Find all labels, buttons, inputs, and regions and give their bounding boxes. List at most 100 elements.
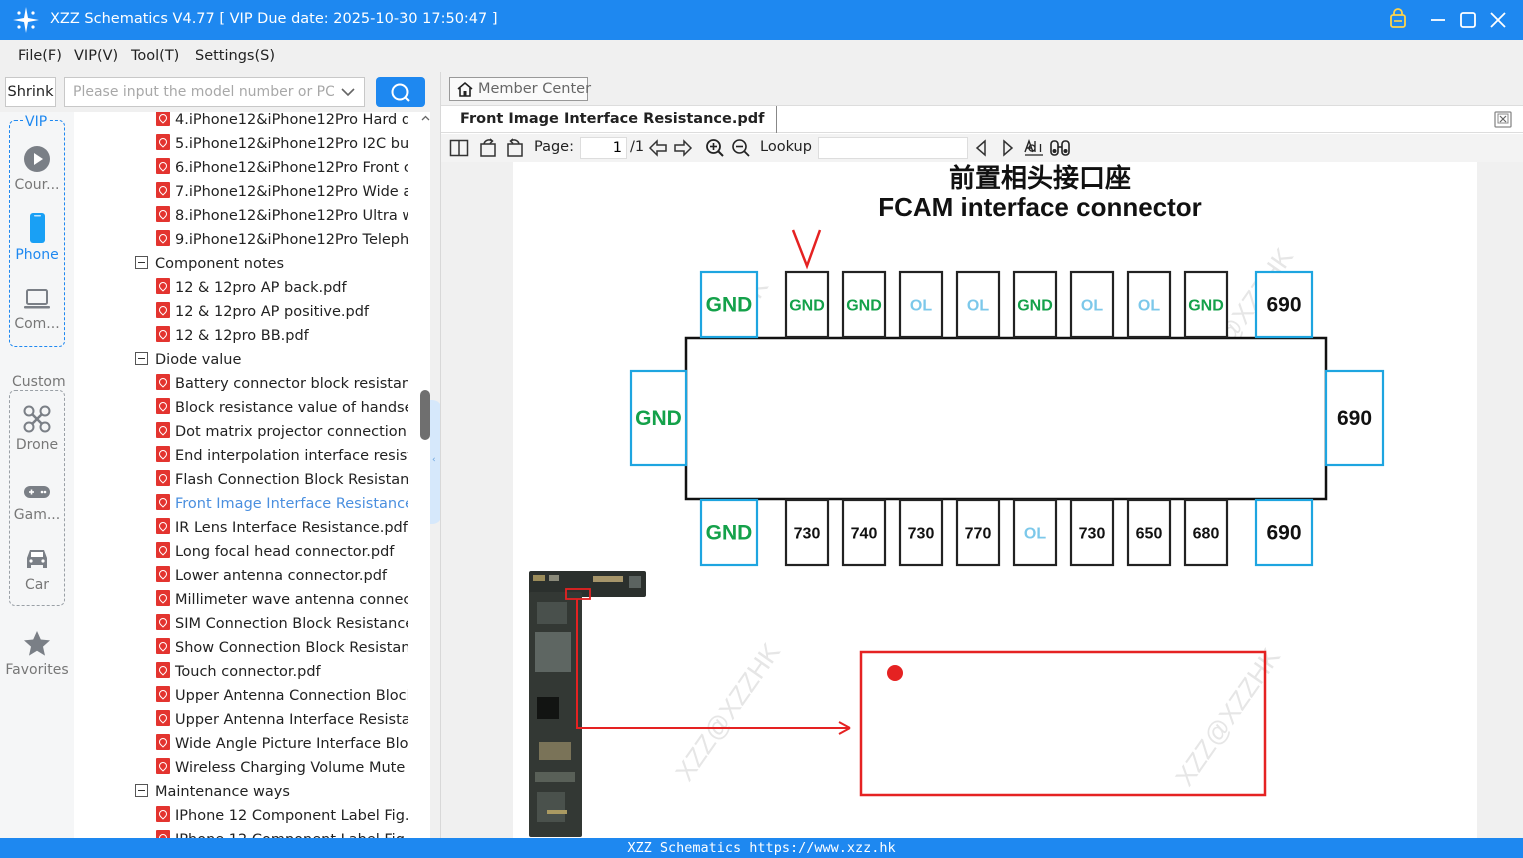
pin-box [1183, 498, 1229, 567]
tree-label: Maintenance ways [155, 784, 290, 800]
scroll-up-icon[interactable] [421, 114, 430, 123]
rail-item-computer[interactable]: Com... [0, 285, 74, 332]
shrink-button[interactable]: Shrink [5, 77, 56, 107]
member-center-button[interactable]: Member Center [449, 77, 591, 101]
pin-value: OL [1138, 298, 1160, 315]
match-case-icon[interactable] [1024, 138, 1044, 158]
rotate-left-icon[interactable] [478, 138, 498, 158]
zoom-in-icon[interactable] [705, 138, 725, 158]
tree-scrollbar[interactable] [420, 112, 430, 838]
pdf-file-icon [156, 398, 170, 414]
lookup-input[interactable] [818, 137, 968, 159]
zoom-out-icon[interactable] [731, 138, 751, 158]
pdf-file-icon [156, 758, 170, 774]
tree-file[interactable]: IR Lens Interface Resistance.pdf [156, 516, 408, 540]
collapse-panel-handle[interactable]: ‹ [430, 400, 442, 524]
tree-label: IPhone 12 Component Label Fig.2. [175, 832, 408, 838]
rail-item-games[interactable]: Gam... [0, 480, 74, 523]
tree-file[interactable]: Touch connector.pdf [156, 660, 408, 684]
tree-file[interactable]: Flash Connection Block Resistance [156, 468, 408, 492]
close-icon[interactable] [1484, 6, 1512, 34]
pin-value: OL [1024, 526, 1046, 543]
pdf-file-icon [156, 614, 170, 630]
pdf-file-icon [156, 206, 170, 222]
tree-file[interactable]: SIM Connection Block Resistance V [156, 612, 408, 636]
tree-file[interactable]: 7.iPhone12&iPhone12Pro Wide an [156, 180, 408, 204]
collapse-icon[interactable] [135, 352, 148, 365]
tree-folder[interactable]: Maintenance ways [135, 780, 415, 804]
tree-file[interactable]: IPhone 12 Component Label Fig.2. [156, 828, 408, 838]
search-input[interactable] [64, 77, 365, 107]
tree-file[interactable]: End interpolation interface resistan [156, 444, 408, 468]
pdf-file-icon [156, 638, 170, 654]
chevron-down-icon[interactable] [340, 85, 356, 99]
tree-file[interactable]: 4.iPhone12&iPhone12Pro Hard di [156, 112, 408, 132]
tab-document[interactable]: Front Image Interface Resistance.pdf [441, 106, 778, 133]
tree-file[interactable]: IPhone 12 Component Label Fig.1. [156, 804, 408, 828]
tree-file[interactable]: Wide Angle Picture Interface Block [156, 732, 408, 756]
previous-page-icon[interactable] [648, 138, 668, 158]
page-number-input[interactable] [580, 137, 627, 159]
two-page-icon[interactable] [449, 138, 469, 158]
tree-file[interactable]: 6.iPhone12&iPhone12Pro Front ca [156, 156, 408, 180]
tree-file[interactable]: 12 & 12pro AP positive.pdf [156, 300, 408, 324]
tree-file[interactable]: Front Image Interface Resistance.pdf [156, 492, 408, 516]
tree-folder[interactable]: Diode value [135, 348, 415, 372]
menu-tool[interactable]: Tool(T) [131, 48, 180, 64]
tree-file[interactable]: Long focal head connector.pdf [156, 540, 408, 564]
rail-item-drone[interactable]: Drone [0, 404, 74, 453]
rail-item-favorites[interactable]: Favorites [0, 629, 74, 678]
menu-file[interactable]: File(F) [18, 48, 62, 64]
tree-file[interactable]: 12 & 12pro BB.pdf [156, 324, 408, 348]
tree-file[interactable]: Show Connection Block Resistance [156, 636, 408, 660]
app-logo-icon [13, 7, 39, 33]
pin-box [1069, 270, 1115, 339]
pin-value: 650 [1136, 526, 1163, 543]
pin-value: 690 [1266, 522, 1301, 545]
pin-box [1012, 270, 1058, 339]
lock-icon[interactable] [1384, 6, 1412, 34]
menu-vip[interactable]: VIP(V) [74, 48, 119, 64]
close-tab-icon[interactable] [1494, 111, 1512, 128]
find-previous-icon[interactable] [974, 138, 988, 158]
pin-box [955, 270, 1001, 339]
pin-box [1254, 498, 1314, 567]
tree-file[interactable]: Upper Antenna Interface Resistanc [156, 708, 408, 732]
maximize-icon[interactable] [1454, 6, 1482, 34]
gamepad-icon [24, 486, 50, 498]
minimize-icon[interactable] [1424, 6, 1452, 34]
pin-value: 770 [965, 526, 992, 543]
search-button[interactable] [376, 77, 425, 107]
collapse-icon[interactable] [135, 784, 148, 797]
tree-file[interactable]: 9.iPhone12&iPhone12Pro Telepho [156, 228, 408, 252]
rotate-right-icon[interactable] [505, 138, 525, 158]
tree-file[interactable]: Battery connector block resistance [156, 372, 408, 396]
tree-file[interactable]: Millimeter wave antenna connecto [156, 588, 408, 612]
rail-item-car[interactable]: Car [0, 544, 74, 593]
watermark-text: XZZ@XZZHK [1169, 642, 1286, 791]
binoculars-icon[interactable] [1049, 138, 1071, 158]
tree-file[interactable]: 8.iPhone12&iPhone12Pro Ultra wi [156, 204, 408, 228]
find-next-icon[interactable] [1001, 138, 1015, 158]
rail-item-courses[interactable]: Cour... [0, 144, 74, 193]
pin-value: 740 [851, 526, 878, 543]
collapse-icon[interactable] [135, 256, 148, 269]
tree-label: IR Lens Interface Resistance.pdf [175, 520, 408, 536]
custom-group [9, 390, 65, 606]
tree-file[interactable]: Dot matrix projector connection ba [156, 420, 408, 444]
tree-file[interactable]: Wireless Charging Volume Mute Sw [156, 756, 408, 780]
next-page-icon[interactable] [673, 138, 693, 158]
tree-folder[interactable]: Component notes [135, 252, 415, 276]
rail-item-phone[interactable]: Phone [0, 212, 74, 263]
tree-scrollbar-thumb[interactable] [420, 390, 430, 440]
pdf-file-icon [156, 806, 170, 822]
custom-group-label: Custom [11, 374, 67, 390]
tree-file[interactable]: Block resistance value of handset a [156, 396, 408, 420]
tree-file[interactable]: 5.iPhone12&iPhone12Pro I2C bus [156, 132, 408, 156]
tree-label: 12 & 12pro AP back.pdf [175, 280, 347, 296]
tree-file[interactable]: Lower antenna connector.pdf [156, 564, 408, 588]
menu-settings[interactable]: Settings(S) [195, 48, 275, 64]
tree-file[interactable]: Upper Antenna Connection Block [156, 684, 408, 708]
tree-file[interactable]: 12 & 12pro AP back.pdf [156, 276, 408, 300]
